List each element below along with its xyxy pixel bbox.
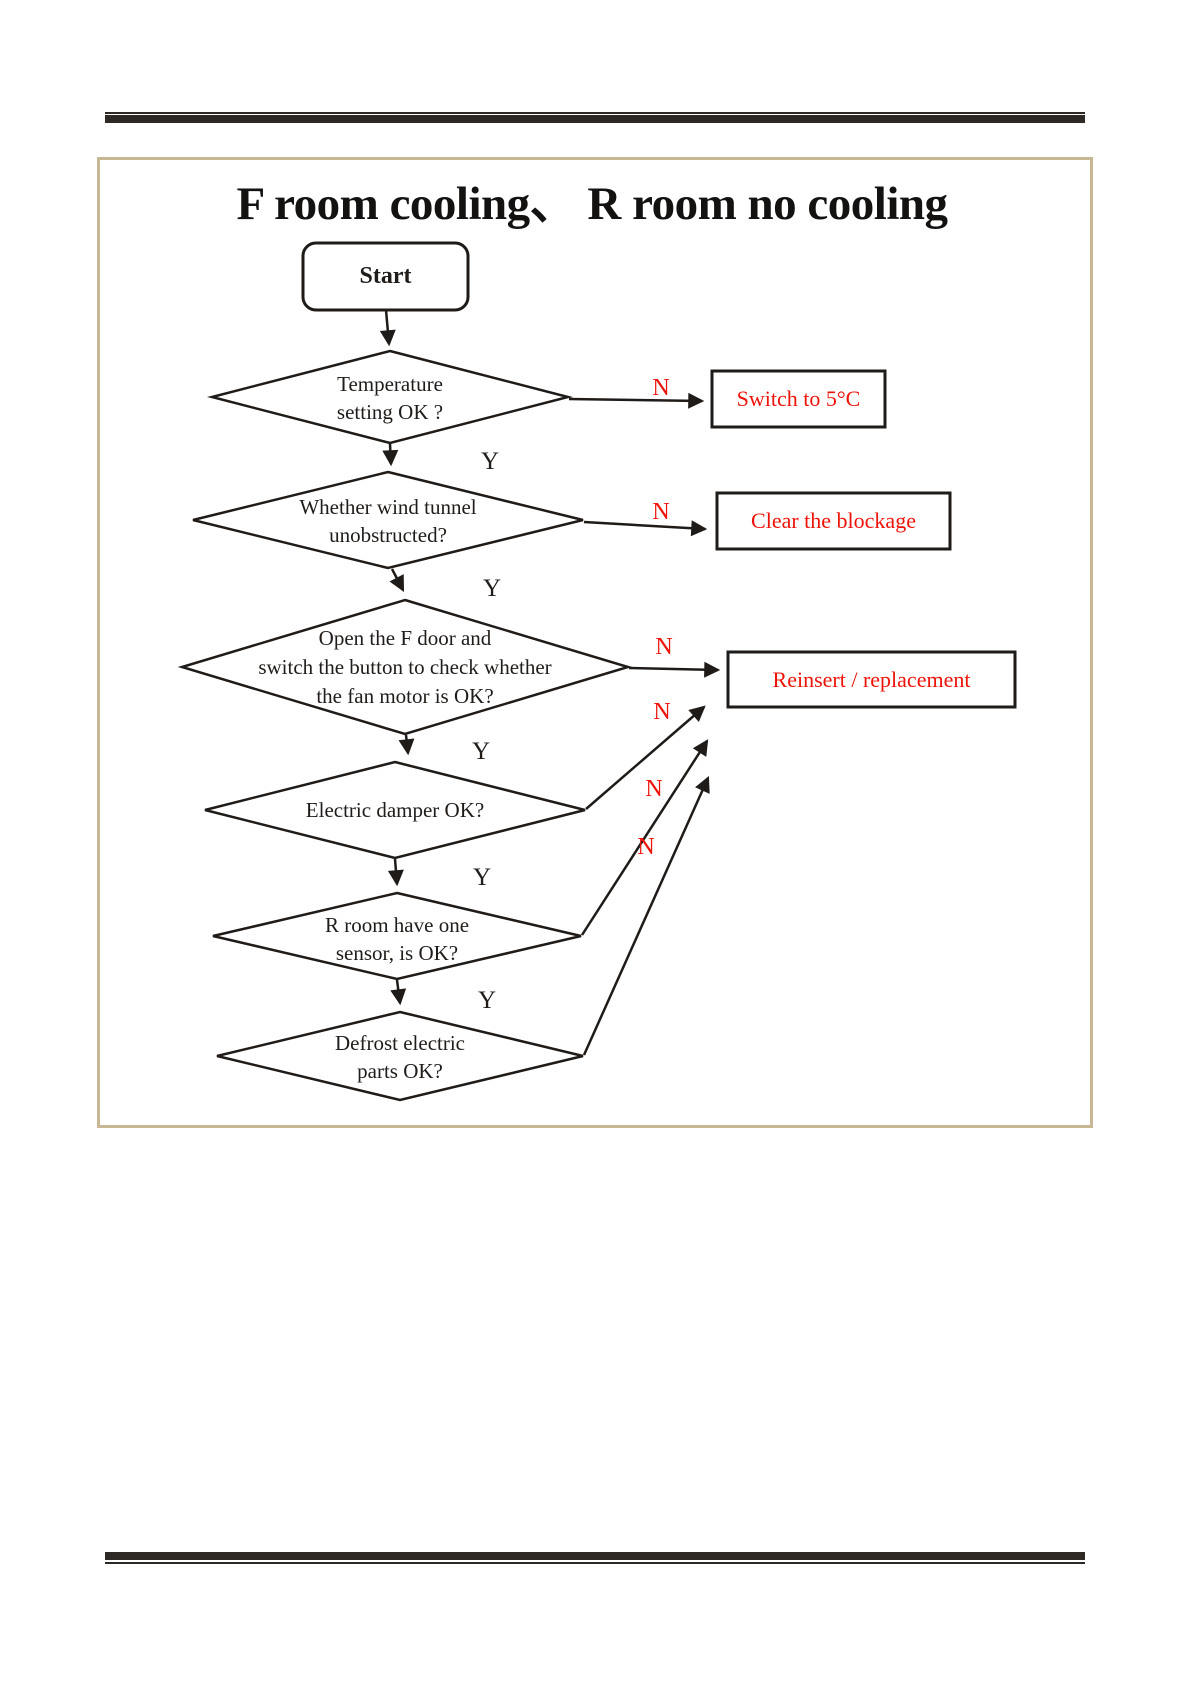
branch-label-yes-wind-tunnel: Y <box>482 575 502 602</box>
connector-temperature-yes <box>382 443 399 467</box>
label-line: Whether wind tunnel <box>299 495 477 519</box>
connector-r-room-sensor-yes <box>390 979 407 1006</box>
label-line: Temperature <box>337 372 443 396</box>
branch-label-yes-r-room-sensor: Y <box>477 987 497 1014</box>
decision-defrost-parts <box>216 1010 584 1102</box>
label-line: setting OK ? <box>336 400 444 424</box>
branch-label-yes-fan-motor: Y <box>471 738 491 765</box>
action-reinsert-label: Reinsert / replacement <box>772 666 971 692</box>
label-line: parts OK? <box>357 1059 443 1083</box>
top-rule-thick <box>105 115 1085 123</box>
label-line: R room have one <box>324 913 470 937</box>
label-line: switch the button to check whether <box>258 654 552 679</box>
decision-electric-damper-label: Electric damper OK? <box>245 796 545 824</box>
branch-label-no-temperature: N <box>652 374 670 401</box>
decision-temperature-label: Temperature setting OK ? <box>240 369 540 427</box>
label-line: sensor, is OK? <box>335 941 459 965</box>
connector-r-room-sensor-no <box>580 739 709 936</box>
branch-label-yes-electric-damper: Y <box>472 864 492 891</box>
flowchart-title: F room cooling、 R room no cooling <box>236 177 948 230</box>
connector-defrost-parts-no <box>582 775 710 1056</box>
branch-label-no-wind-tunnel: N <box>652 498 670 525</box>
connector-electric-damper-no <box>585 705 706 810</box>
decision-r-room-sensor <box>212 891 582 981</box>
branch-label-no-electric-damper: N <box>653 698 671 725</box>
decision-fan-motor-label: Open the F door and switch the button to… <box>185 623 625 711</box>
label-line: the fan motor is OK? <box>316 683 494 708</box>
branch-label-yes-temperature: Y <box>480 448 500 475</box>
connector-electric-damper-yes <box>387 858 404 887</box>
connector-wind-tunnel-no <box>583 520 708 537</box>
bottom-rule-thin <box>105 1562 1085 1564</box>
decision-wind-tunnel-label: Whether wind tunnel unobstructed? <box>238 492 538 550</box>
action-clear-blockage-box <box>715 491 952 551</box>
decision-r-room-sensor-label: R room have one sensor, is OK? <box>247 910 547 968</box>
decision-wind-tunnel <box>192 470 584 570</box>
label-line: Electric damper OK? <box>305 798 485 822</box>
decision-defrost-parts-label: Defrost electric parts OK? <box>250 1028 550 1086</box>
connector-temperature-no <box>568 392 705 409</box>
decision-temperature <box>207 349 573 445</box>
decision-electric-damper <box>204 760 586 860</box>
label-line: Open the F door and <box>318 625 492 650</box>
label-line: unobstructed? <box>329 523 447 547</box>
top-rule-thin <box>105 112 1085 114</box>
branch-label-no-defrost-parts: N <box>637 833 655 860</box>
connector-wind-tunnel-yes <box>389 568 405 592</box>
branch-label-no-r-room-sensor: N <box>645 775 663 802</box>
start-node <box>301 241 470 312</box>
decision-fan-motor <box>177 598 633 736</box>
connector-start-to-temperature <box>379 309 396 347</box>
bottom-rule-thick <box>105 1552 1085 1560</box>
action-reinsert-box <box>726 650 1017 709</box>
connector-fan-motor-no <box>628 661 721 678</box>
start-node-label: Start <box>359 263 412 289</box>
action-switch-5c-label: Switch to 5°C <box>736 386 861 411</box>
action-clear-blockage-label: Clear the blockage <box>751 508 916 533</box>
connector-fan-motor-yes <box>398 734 415 756</box>
branch-label-no-fan-motor: N <box>655 633 673 660</box>
action-switch-5c-box <box>710 369 887 429</box>
label-line: Defrost electric <box>334 1031 465 1055</box>
